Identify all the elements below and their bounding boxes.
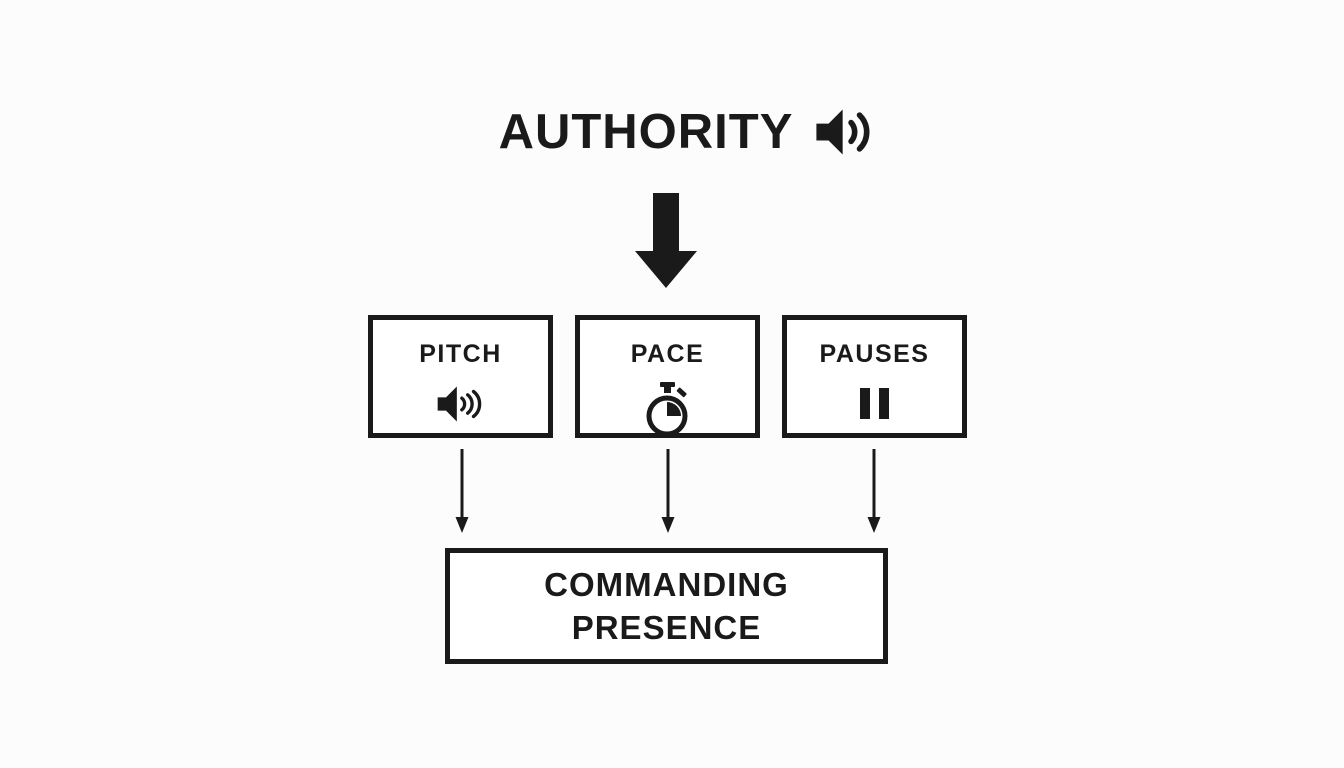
title-text: AUTHORITY (498, 105, 794, 159)
factor-label: PACE (630, 340, 705, 368)
speaker-volume-icon (813, 105, 873, 159)
result-box: COMMANDING PRESENCE (445, 548, 888, 664)
diagram-title: AUTHORITY (499, 102, 874, 162)
factor-box-pauses: PAUSES (782, 315, 967, 438)
pause-icon (860, 382, 889, 433)
speaker-volume-icon (436, 382, 486, 433)
result-label: COMMANDING PRESENCE (544, 566, 789, 646)
down-arrow-icon (634, 193, 698, 288)
down-arrow-thin-icon (866, 449, 882, 534)
factor-box-pitch: PITCH (368, 315, 553, 438)
factor-label: PAUSES (819, 340, 930, 368)
down-arrow-thin-icon (454, 449, 470, 534)
factor-box-pace: PACE (575, 315, 760, 438)
down-arrow-thin-icon (660, 449, 676, 534)
stopwatch-icon (645, 382, 691, 446)
factor-label: PITCH (419, 340, 502, 368)
